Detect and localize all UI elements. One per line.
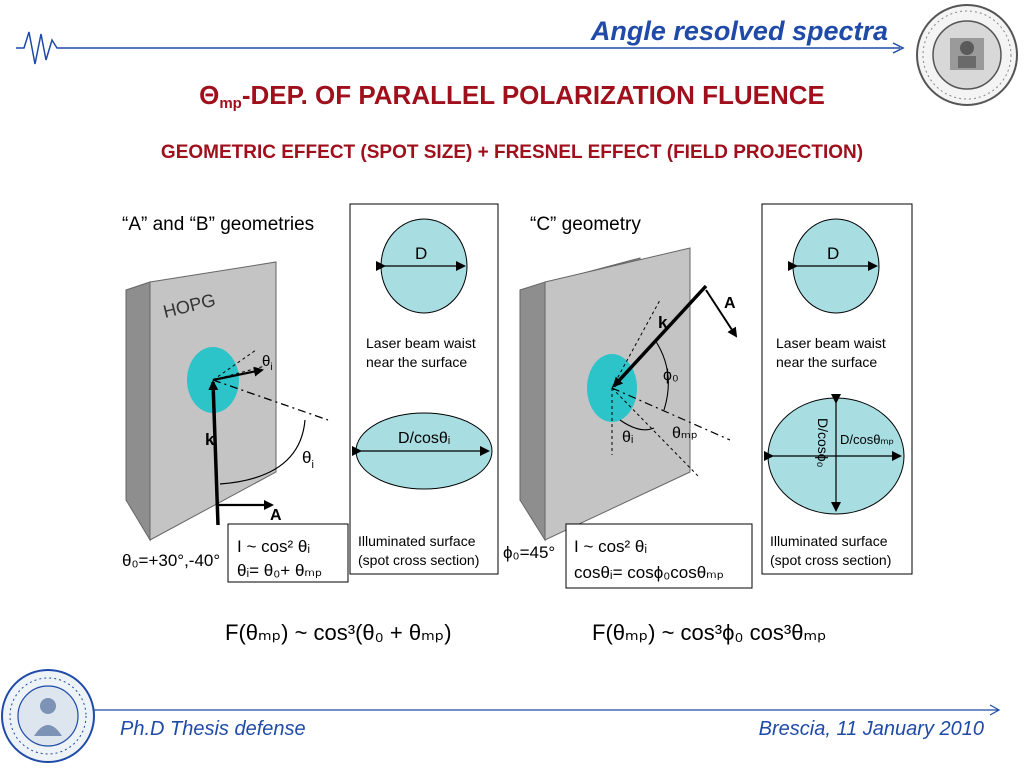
main-title-subscript: mp xyxy=(219,95,242,112)
subtitle: GEOMETRIC EFFECT (SPOT SIZE) + FRESNEL E… xyxy=(160,142,864,163)
left-k-arrow xyxy=(208,380,220,526)
right-theta-i: θᵢ xyxy=(622,429,633,446)
institute-seal-logo xyxy=(1,669,95,763)
right-illum-2: (spot cross section) xyxy=(770,552,891,568)
left-heading: “A” and “B” geometries xyxy=(122,214,314,235)
left-theta-i: θi xyxy=(302,448,314,471)
right-beam-waist-2: near the surface xyxy=(776,354,877,370)
right-formula: F(θₘₚ) ~ cos³ϕ₀ cos³θₘₚ xyxy=(592,620,827,645)
right-heading: “C” geometry xyxy=(530,214,641,235)
left-k-label: k xyxy=(205,430,215,449)
university-seal-logo xyxy=(916,4,1018,106)
left-slab-edge xyxy=(125,281,151,542)
left-beam-waist-2: near the surface xyxy=(366,354,467,370)
main-title-text: -DEP. OF PARALLEL POLARIZATION FLUENCE xyxy=(241,80,825,110)
right-beam-waist-1: Laser beam waist xyxy=(776,335,886,351)
footer-left: Ph.D Thesis defense xyxy=(120,718,306,740)
right-a-label: A xyxy=(724,295,736,312)
left-illum-1: Illuminated surface xyxy=(358,533,476,549)
main-title: Θmp-DEP. OF PARALLEL POLARIZATION FLUENC… xyxy=(0,80,1024,112)
left-a-label: A xyxy=(270,507,282,524)
left-box-line1: I ~ cos² θᵢ xyxy=(237,537,310,556)
right-k-label: k xyxy=(658,313,668,332)
left-beam-d: D xyxy=(415,244,427,263)
left-ellipse-label: D/cosθᵢ xyxy=(398,430,450,447)
right-box-line2: cosθᵢ= cosϕ₀cosθₘₚ xyxy=(574,563,724,582)
left-illum-2: (spot cross section) xyxy=(358,552,479,568)
right-illum-1: Illuminated surface xyxy=(770,533,888,549)
main-title-symbol: Θ xyxy=(199,80,220,110)
left-angles: θ₀=+30°,-40° xyxy=(122,551,220,570)
header-title: Angle resolved spectra xyxy=(590,16,888,46)
right-box-line1: I ~ cos² θᵢ xyxy=(574,537,647,556)
right-phi0: ϕ₀ xyxy=(663,367,679,384)
right-theta-mp: θₘₚ xyxy=(672,425,698,442)
left-formula: F(θₘₚ) ~ cos³(θ₀ + θₘₚ) xyxy=(225,620,452,645)
left-box-line2: θᵢ= θ₀+ θₘₚ xyxy=(237,561,322,580)
footer-right: Brescia, 11 January 2010 xyxy=(758,718,984,740)
left-beam-waist-1: Laser beam waist xyxy=(366,335,476,351)
right-ellipse-h: D/cosθₘₚ xyxy=(840,432,894,447)
right-ellipse-v: D/cosϕ₀ xyxy=(815,418,831,468)
left-theta-small: θi xyxy=(262,353,273,373)
right-angle: ϕ₀=45° xyxy=(503,543,555,562)
right-k-arrow xyxy=(612,284,708,388)
right-beam-d: D xyxy=(827,244,839,263)
left-normal-line xyxy=(212,379,329,421)
